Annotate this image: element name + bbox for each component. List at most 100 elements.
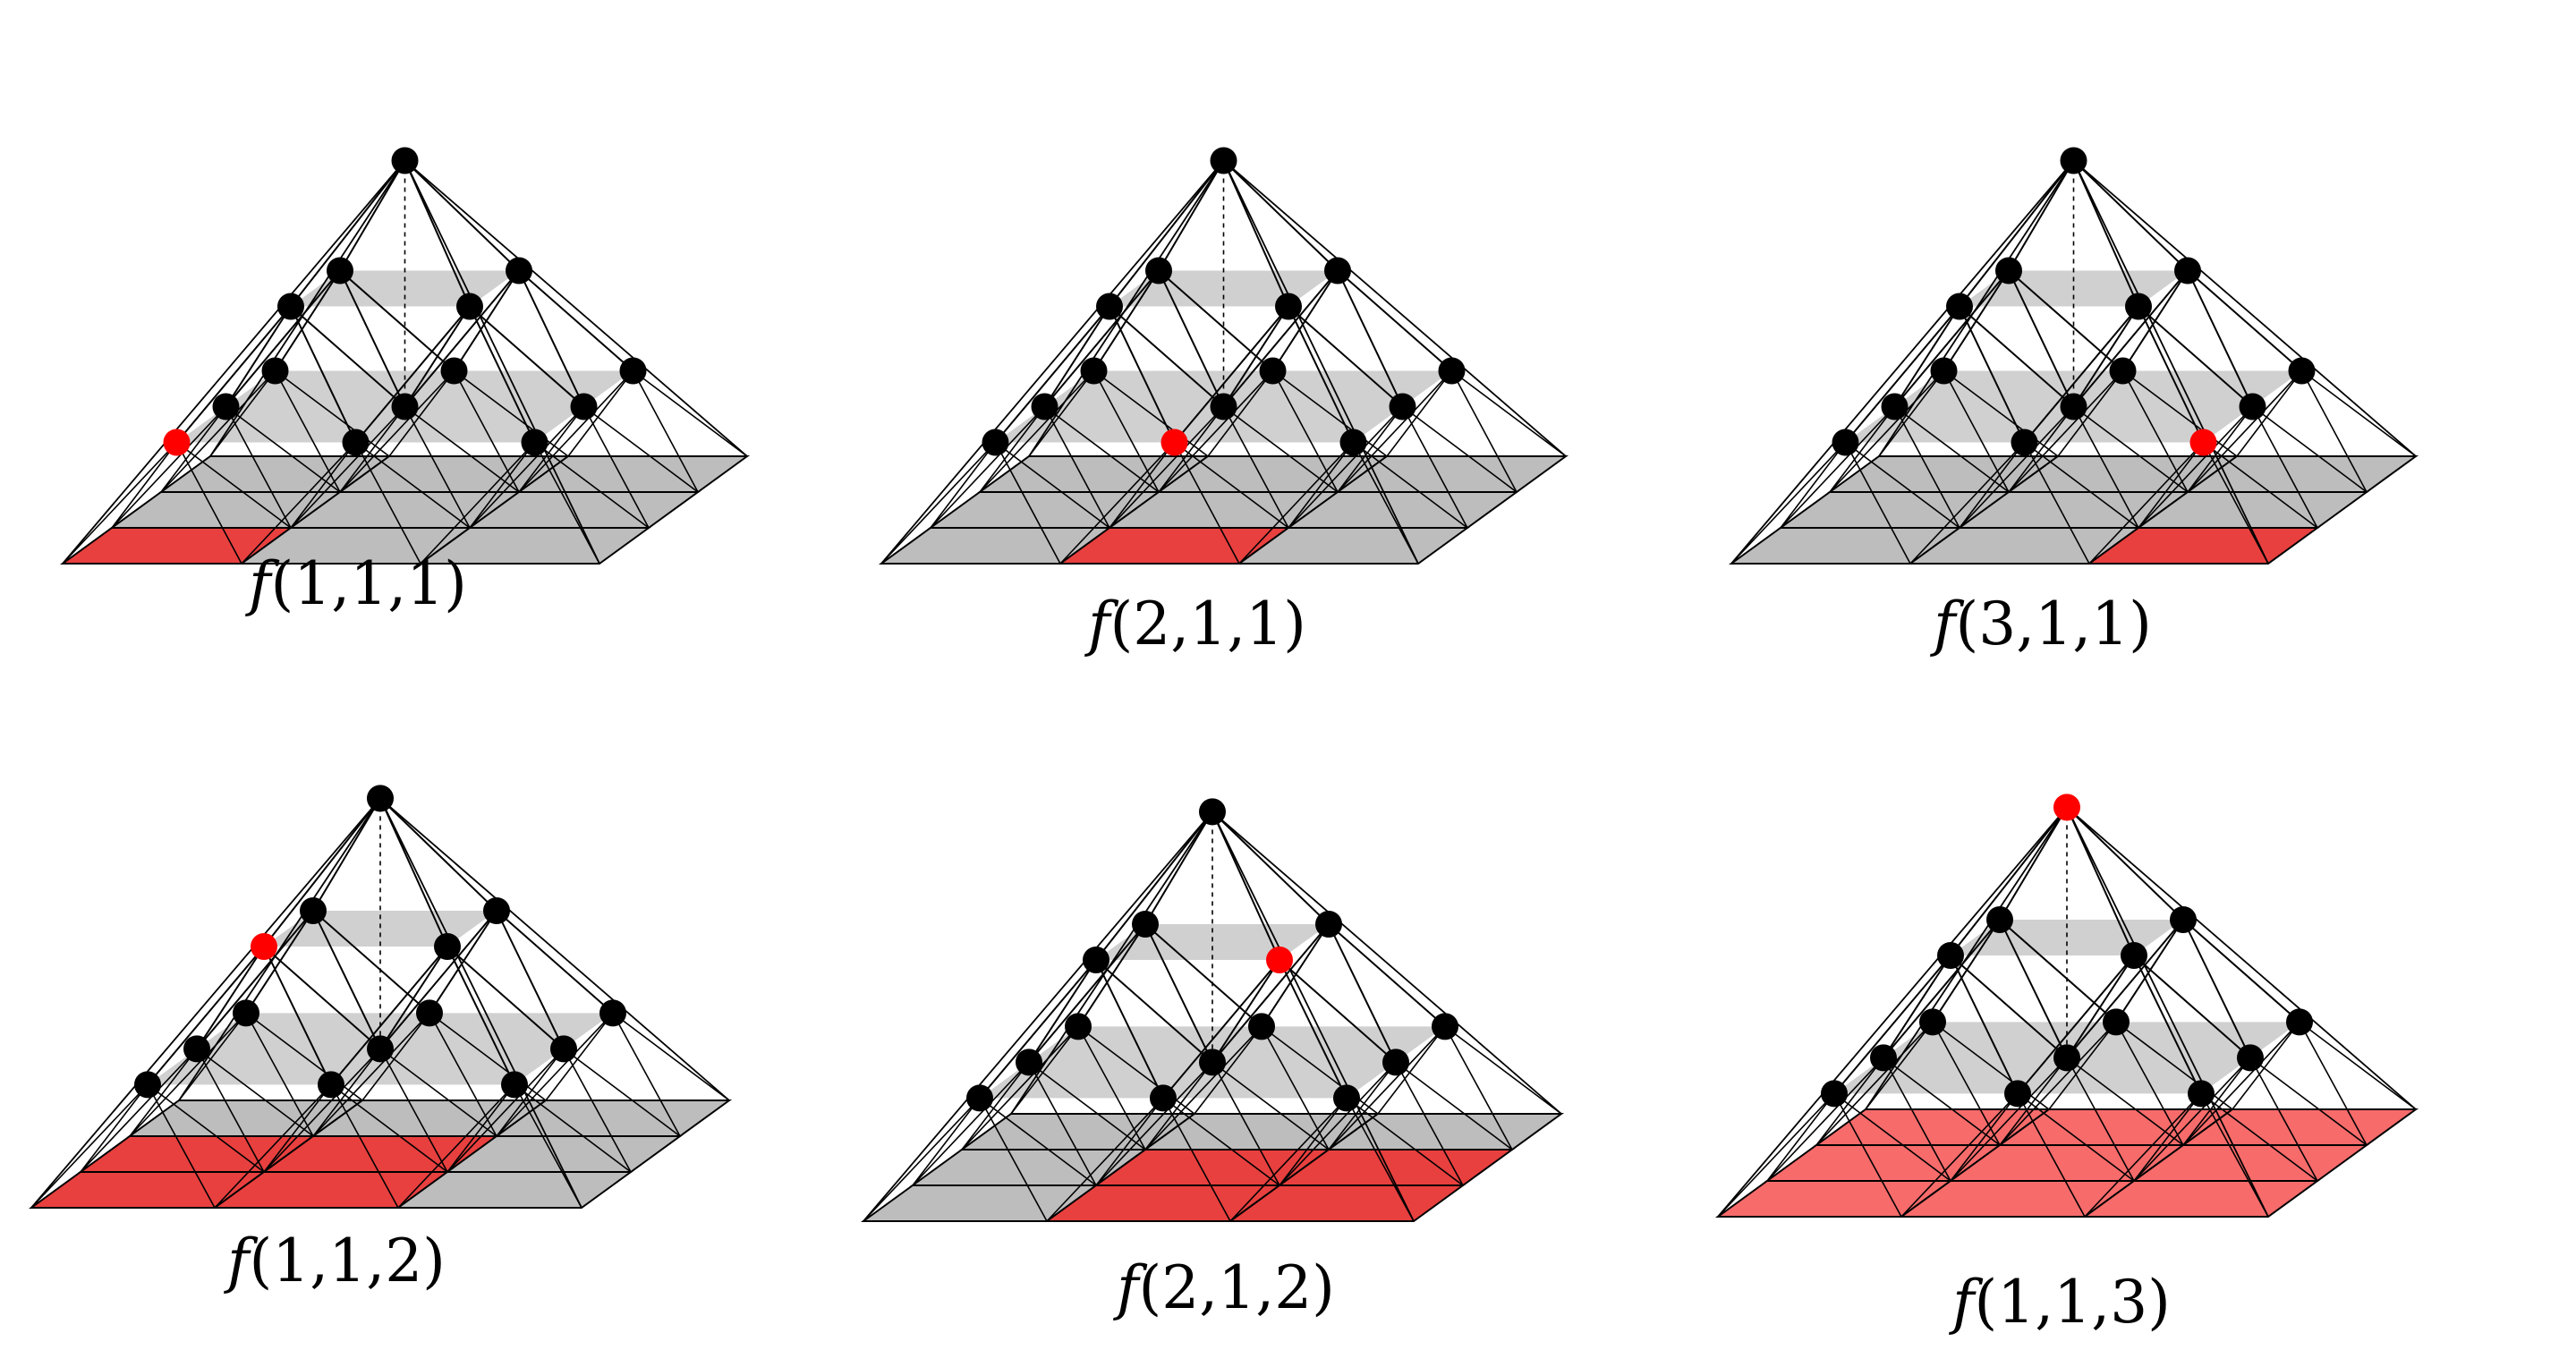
edge-base-to-level1 — [263, 1048, 381, 1173]
pyramid-panel-f311 — [1728, 147, 2419, 565]
edge-level1-to-level2 — [290, 305, 406, 408]
edge-level1-to-level2 — [1959, 305, 2075, 408]
edge-base-to-level1 — [1223, 405, 1339, 493]
edge-base-to-level1 — [1833, 1092, 1951, 1182]
edge-outline — [404, 160, 600, 565]
node — [2125, 293, 2152, 320]
edge-base-to-level1 — [518, 369, 634, 493]
edge-base-to-level1 — [1194, 1025, 1262, 1115]
edge-base-to-level1 — [2133, 1092, 2202, 1182]
edge-level1-to-level2 — [1883, 955, 1951, 1058]
edge-level1-to-level2 — [518, 269, 634, 372]
edge-outline — [404, 159, 748, 457]
edge-base-to-level1 — [912, 1061, 1030, 1186]
edge-level2-to-apex — [379, 797, 497, 912]
edge-base-to-level1 — [582, 406, 650, 529]
edge-outline — [2072, 160, 2269, 565]
edge-base-to-level1 — [1346, 1097, 1464, 1186]
edge-base-to-level1 — [2182, 1021, 2300, 1146]
caption-f212: f(2,1,2) — [1112, 1253, 1335, 1322]
edge-base-to-level1 — [1028, 370, 1095, 457]
edge-level1-to-level2 — [404, 269, 520, 408]
node — [2121, 942, 2147, 969]
edge-base-to-level1 — [2088, 441, 2205, 565]
edge-base-to-level1 — [1211, 1061, 1330, 1150]
edge-base-to-level1 — [1158, 369, 1274, 493]
edge-base-to-level1 — [1144, 1061, 1213, 1150]
edge-base-to-level1 — [1815, 1057, 1884, 1146]
node — [2011, 429, 2038, 456]
edge-level1-to-level2 — [1095, 959, 1213, 1064]
edge-level2-to-apex — [404, 160, 471, 307]
edge-base-to-level1 — [1829, 369, 1945, 493]
edge-level2-to-apex — [1144, 811, 1213, 925]
pyramid-panel-f112 — [28, 785, 733, 1209]
edge-outline — [880, 159, 1225, 565]
node — [456, 293, 483, 320]
edge-base-to-level1 — [1279, 1097, 1348, 1186]
edge-base-to-level1 — [1766, 1057, 1884, 1182]
edge-base-to-level1 — [979, 369, 1095, 493]
node — [619, 357, 647, 385]
node — [1995, 257, 2022, 284]
edge-base-to-level1 — [1044, 405, 1160, 493]
edge-base-to-level1 — [404, 406, 471, 529]
edge-base-to-level1 — [1395, 1061, 1513, 1150]
edge-outline — [2066, 807, 2269, 1218]
edge-base-to-level1 — [1288, 405, 1404, 529]
edge-base-to-level1 — [632, 370, 699, 493]
edge-base-to-level1 — [379, 1049, 448, 1173]
node — [1333, 1084, 1360, 1112]
edge-base-to-level1 — [469, 405, 585, 529]
edge-base-to-level1 — [354, 442, 421, 565]
edge-base-to-level1 — [1272, 369, 1388, 457]
edge-base-to-level1 — [2066, 1057, 2135, 1182]
edge-outline — [178, 797, 381, 1101]
edge-level2-to-apex — [1999, 806, 2068, 921]
edge-base-to-level1 — [1211, 1062, 1280, 1186]
edge-level2-to-apex — [2008, 159, 2075, 272]
edge-base-to-level1 — [1766, 1092, 1835, 1182]
edge-level1-to-level2 — [1893, 269, 2010, 408]
edge-base-to-level1 — [1158, 406, 1225, 493]
edge-level1-to-level2 — [404, 305, 471, 408]
edge-base-to-level1 — [633, 369, 748, 457]
node — [599, 999, 626, 1027]
pyramid-panel-f111 — [59, 147, 751, 565]
edge-base-to-level1 — [961, 1025, 1079, 1150]
edge-base-to-level1 — [1950, 1092, 2019, 1182]
edge-level1-to-level2 — [2115, 919, 2184, 1023]
edge-base-to-level1 — [930, 405, 1046, 529]
edge-base-to-level1 — [612, 1013, 681, 1137]
node — [2174, 257, 2201, 284]
edge-level1-to-level2 — [2187, 270, 2254, 407]
edge-level1-to-level2 — [1844, 305, 1960, 444]
edge-level1-to-level2 — [1043, 269, 1160, 408]
edge-level1-to-level2 — [2023, 305, 2139, 444]
edge-base-to-level1 — [1328, 1025, 1446, 1150]
caption-f112: f(1,1,2) — [223, 1227, 446, 1295]
edge-outline — [1865, 806, 2068, 1110]
node — [1930, 357, 1958, 385]
edge-base-to-level1 — [496, 1048, 565, 1137]
node — [327, 257, 353, 284]
highlighted-node — [163, 429, 191, 456]
edge-level1-to-level2 — [1833, 955, 1951, 1095]
edge-base-to-level1 — [1780, 405, 1896, 529]
edge-base-to-level1 — [2017, 1092, 2135, 1182]
node — [1275, 293, 1302, 320]
edge-base-to-level1 — [263, 1083, 332, 1173]
edge-base-to-level1 — [420, 441, 536, 565]
edge-outline — [2066, 806, 2417, 1110]
edge-base-to-level1 — [1238, 441, 1355, 565]
edge-base-to-level1 — [496, 1012, 614, 1137]
edge-level1-to-level2 — [1893, 305, 1960, 408]
edge-base-to-level1 — [290, 405, 406, 529]
edge-level1-to-level2 — [1028, 959, 1097, 1063]
edge-base-to-level1 — [2249, 1057, 2318, 1182]
edge-base-to-level1 — [80, 1048, 198, 1173]
edge-base-to-level1 — [312, 1012, 430, 1137]
node — [1132, 911, 1159, 938]
edge-base-to-level1 — [339, 369, 455, 493]
edge-base-to-level1 — [1844, 442, 1911, 565]
